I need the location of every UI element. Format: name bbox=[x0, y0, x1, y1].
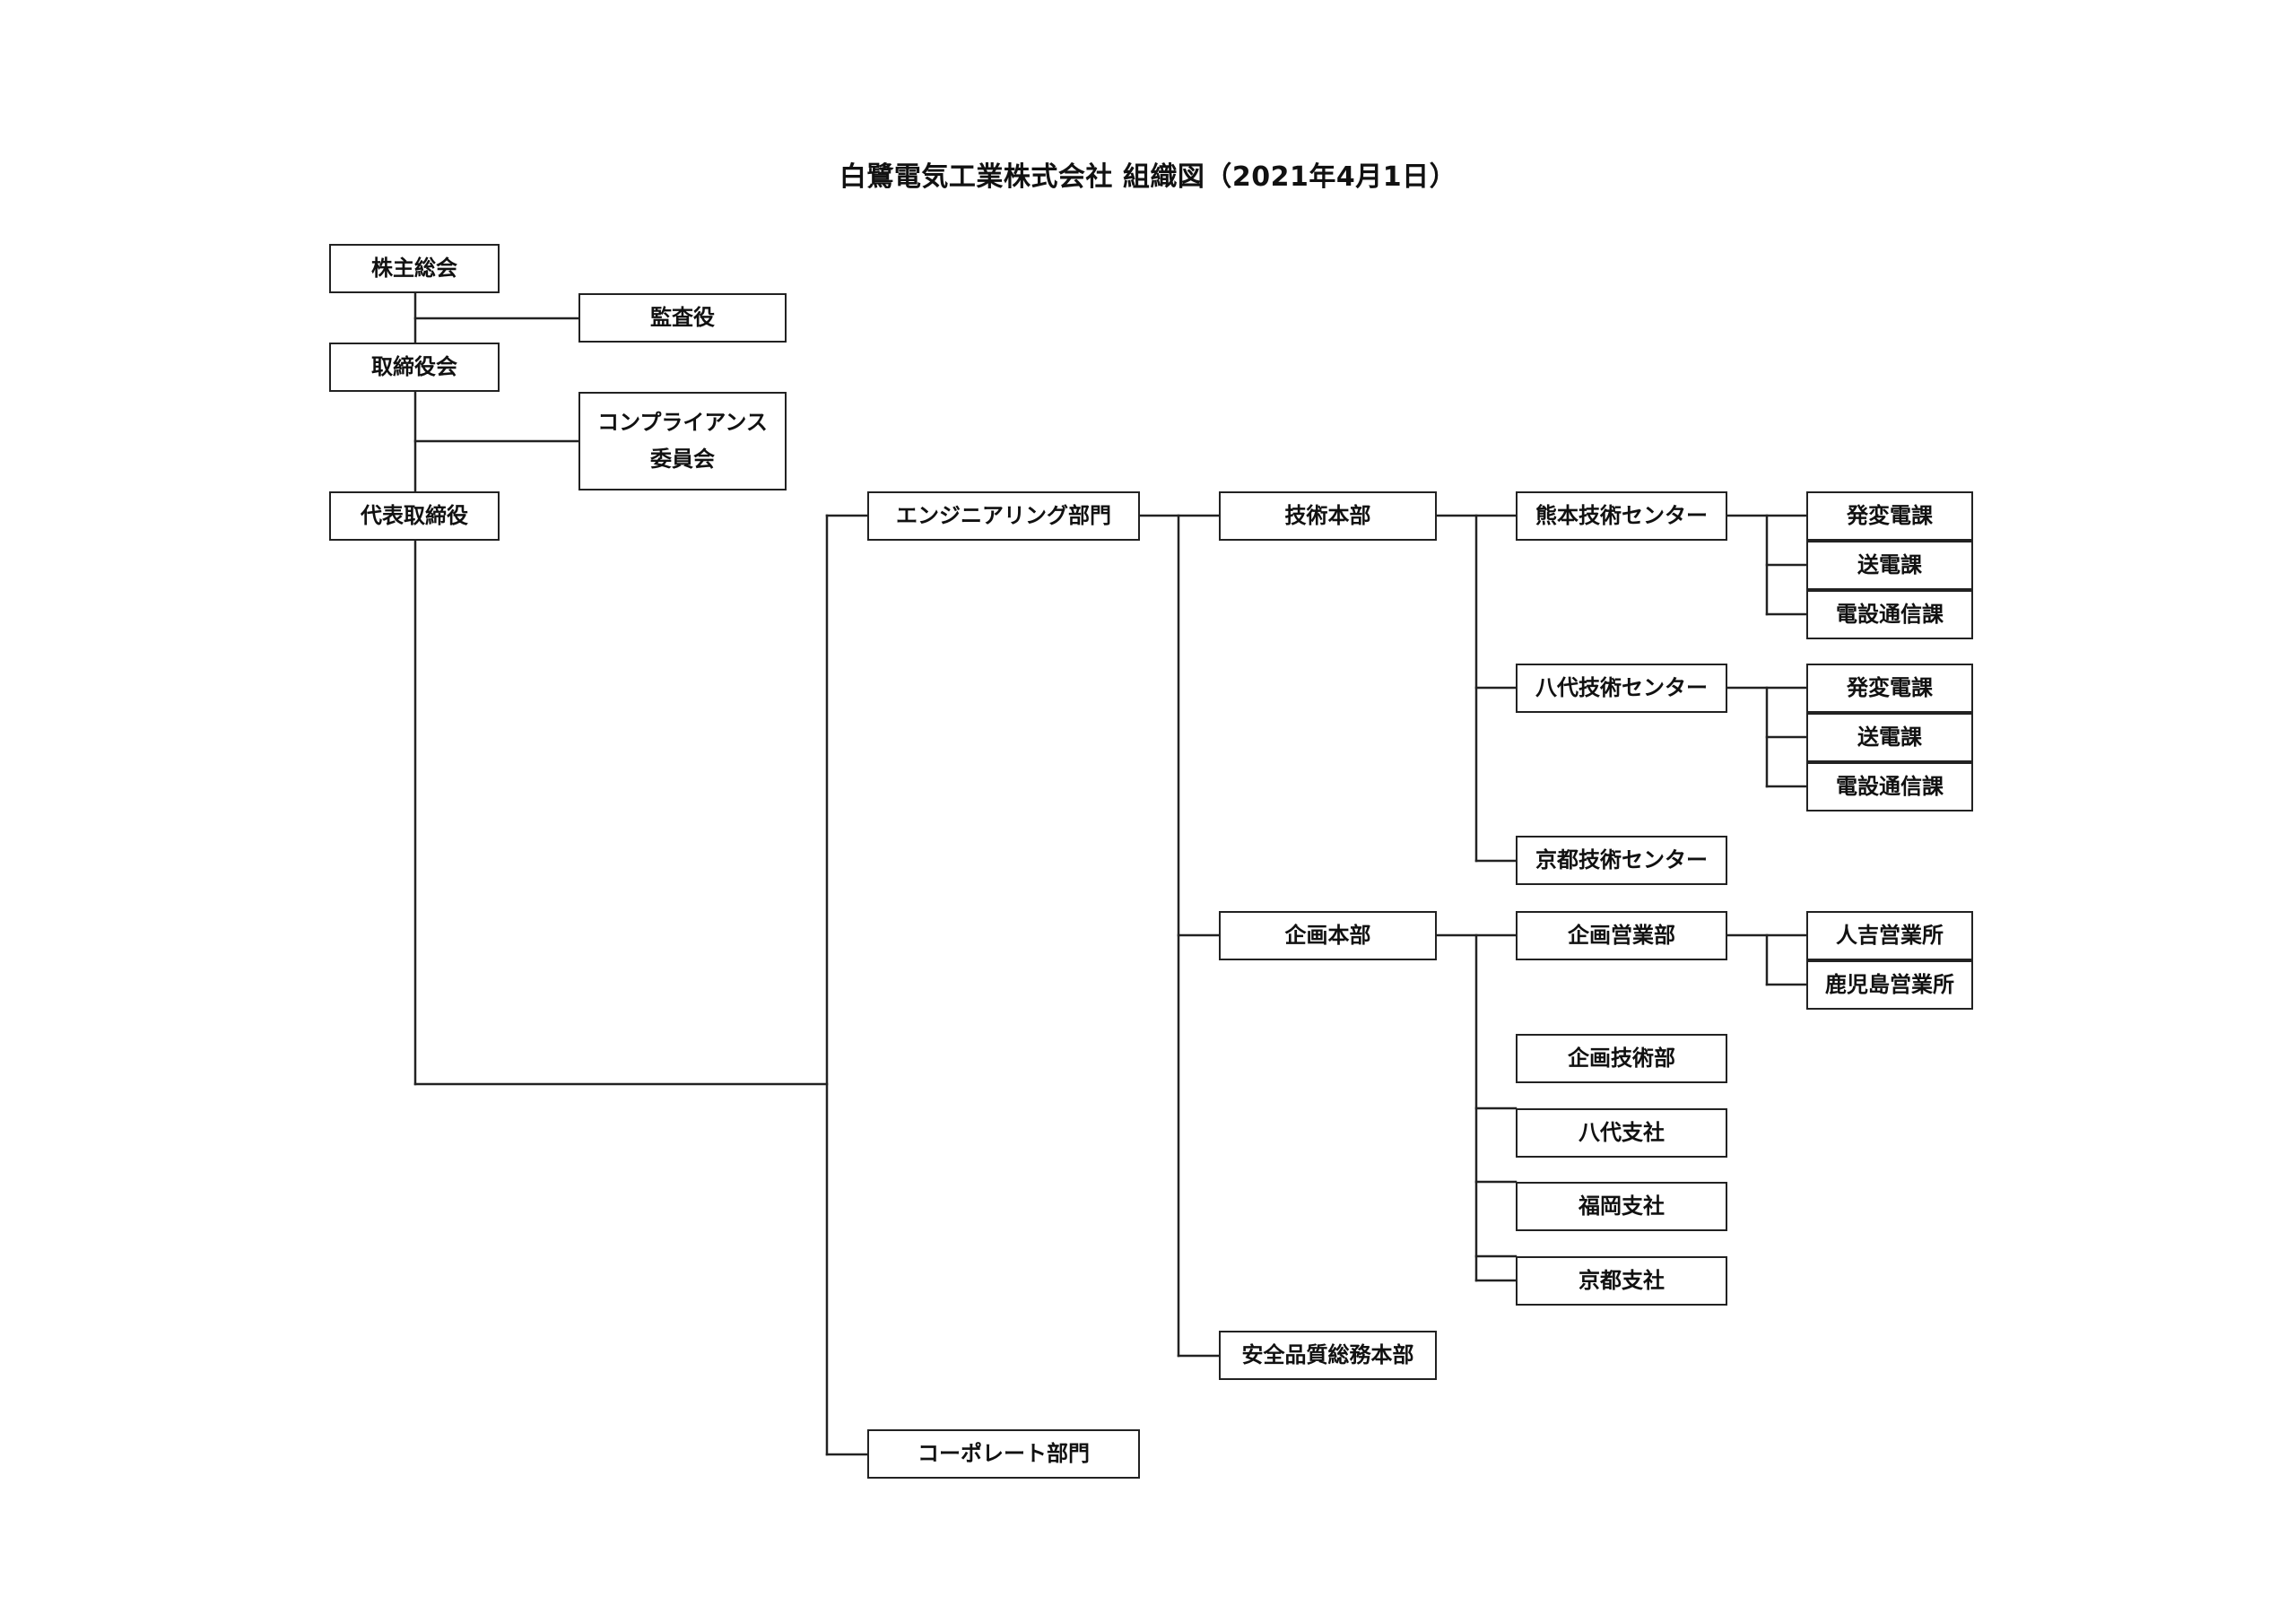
kyoto-branch-label: 京都支社 bbox=[1578, 1268, 1665, 1294]
kyoto-center-box: 京都技術センター bbox=[1516, 836, 1727, 885]
shareholders-label: 株主総会 bbox=[371, 256, 457, 282]
yatsushiro-unit-box: 電設通信課 bbox=[1806, 762, 1973, 812]
ceo-box: 代表取締役 bbox=[329, 491, 500, 541]
auditor-label: 監査役 bbox=[650, 305, 715, 331]
tech-hq-label: 技術本部 bbox=[1284, 503, 1371, 529]
corporate-division-label: コーポレート部門 bbox=[918, 1441, 1090, 1467]
title-suffix: 組織図（2021年4月1日） bbox=[1122, 161, 1457, 193]
corporate-division-box: コーポレート部門 bbox=[867, 1429, 1140, 1479]
compliance-label-line1: コンプライアンス bbox=[597, 410, 768, 436]
kumamoto-unit-label: 送電課 bbox=[1857, 552, 1922, 578]
planning-hq-label: 企画本部 bbox=[1284, 923, 1371, 949]
planning-sales-label: 企画営業部 bbox=[1568, 923, 1675, 949]
engineering-division-label: エンジニアリング部門 bbox=[896, 503, 1111, 529]
chart-title: 白鷺電気工業株式会社 組織図（2021年4月1日） bbox=[0, 154, 2296, 194]
sales-office-box: 鹿児島営業所 bbox=[1806, 960, 1973, 1010]
kumamoto-unit-label: 電設通信課 bbox=[1836, 602, 1944, 628]
kumamoto-center-label: 熊本技術センター bbox=[1535, 503, 1708, 529]
ceo-label: 代表取締役 bbox=[361, 503, 468, 529]
kumamoto-unit-box: 電設通信課 bbox=[1806, 590, 1973, 639]
compliance-committee-box: コンプライアンス 委員会 bbox=[578, 392, 787, 490]
yatsushiro-unit-label: 発変電課 bbox=[1847, 675, 1933, 701]
planning-hq-box: 企画本部 bbox=[1219, 911, 1437, 960]
kumamoto-center-box: 熊本技術センター bbox=[1516, 491, 1727, 541]
kumamoto-unit-box: 発変電課 bbox=[1806, 491, 1973, 541]
yatsushiro-branch-label: 八代支社 bbox=[1578, 1120, 1665, 1146]
tech-hq-box: 技術本部 bbox=[1219, 491, 1437, 541]
planning-sales-box: 企画営業部 bbox=[1516, 911, 1727, 960]
auditor-box: 監査役 bbox=[578, 293, 787, 343]
yatsushiro-unit-box: 発変電課 bbox=[1806, 664, 1973, 713]
yatsushiro-unit-box: 送電課 bbox=[1806, 713, 1973, 762]
safety-quality-hq-box: 安全品質総務本部 bbox=[1219, 1331, 1437, 1380]
sales-office-label: 鹿児島営業所 bbox=[1825, 972, 1954, 998]
fukuoka-branch-box: 福岡支社 bbox=[1516, 1182, 1727, 1231]
yatsushiro-center-label: 八代技術センター bbox=[1535, 675, 1708, 701]
safety-quality-hq-label: 安全品質総務本部 bbox=[1241, 1342, 1414, 1368]
shareholders-box: 株主総会 bbox=[329, 244, 500, 293]
board-label: 取締役会 bbox=[371, 354, 457, 380]
kumamoto-unit-box: 送電課 bbox=[1806, 541, 1973, 590]
compliance-label-line2: 委員会 bbox=[650, 447, 715, 472]
kumamoto-unit-label: 発変電課 bbox=[1847, 503, 1933, 529]
kyoto-branch-box: 京都支社 bbox=[1516, 1256, 1727, 1306]
planning-tech-label: 企画技術部 bbox=[1568, 1046, 1675, 1072]
yatsushiro-center-box: 八代技術センター bbox=[1516, 664, 1727, 713]
yatsushiro-unit-label: 送電課 bbox=[1857, 725, 1922, 751]
fukuoka-branch-label: 福岡支社 bbox=[1578, 1193, 1665, 1219]
title-company: 白鷺電気工業株式会社 bbox=[839, 161, 1113, 193]
sales-office-label: 人吉営業所 bbox=[1836, 923, 1944, 949]
board-box: 取締役会 bbox=[329, 343, 500, 392]
yatsushiro-branch-box: 八代支社 bbox=[1516, 1108, 1727, 1158]
sales-office-box: 人吉営業所 bbox=[1806, 911, 1973, 960]
kyoto-center-label: 京都技術センター bbox=[1535, 847, 1708, 873]
planning-tech-box: 企画技術部 bbox=[1516, 1034, 1727, 1083]
engineering-division-box: エンジニアリング部門 bbox=[867, 491, 1140, 541]
yatsushiro-unit-label: 電設通信課 bbox=[1836, 774, 1944, 800]
